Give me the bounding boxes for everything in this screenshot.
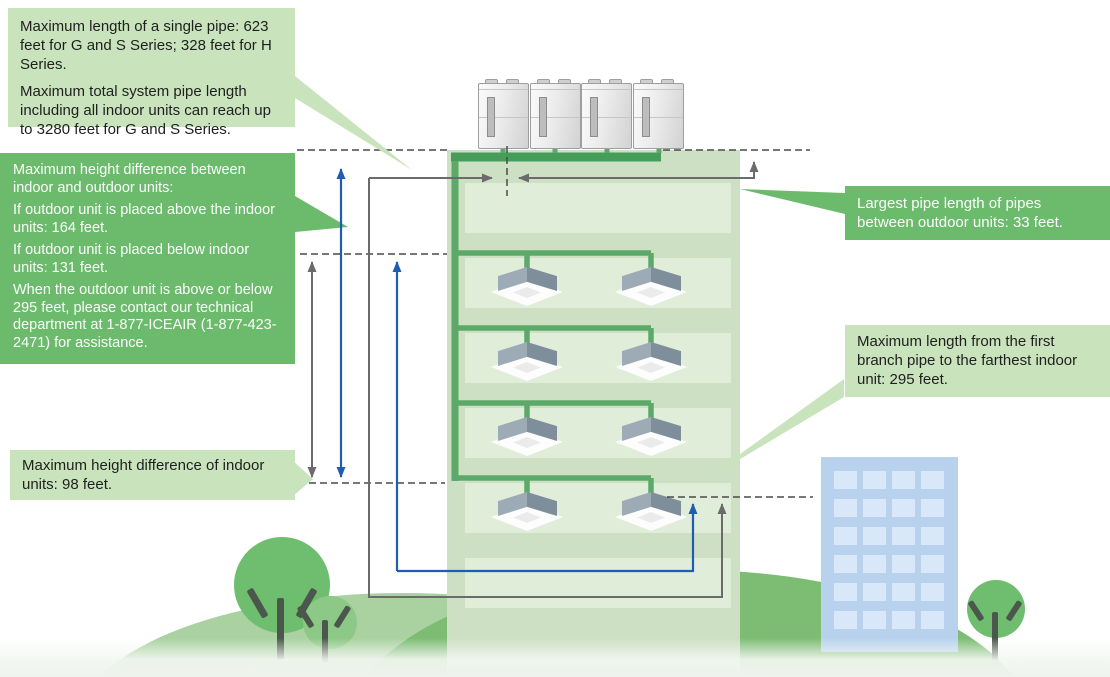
- office-window: [834, 611, 857, 629]
- office-window: [921, 583, 944, 601]
- office-window: [892, 499, 915, 517]
- office-window: [863, 583, 886, 601]
- callout-text: Maximum height difference between indoor…: [13, 162, 246, 196]
- callout-tail-single-pipe: [295, 76, 412, 170]
- callout-text: If outdoor unit is placed below indoor u…: [13, 242, 250, 276]
- callout-text: Maximum length of a single pipe: 623 fee…: [20, 18, 272, 73]
- outdoor-unit-cap: [536, 79, 550, 84]
- outdoor-unit-cap: [485, 79, 498, 84]
- office-window: [892, 471, 915, 489]
- floor-room-strip: [465, 483, 731, 533]
- outdoor-unit: [529, 79, 581, 149]
- callout-tail-outdoor-pipe: [740, 189, 845, 214]
- callout-single-pipe-length: Maximum length of a single pipe: 623 fee…: [8, 8, 295, 138]
- outdoor-unit-top-seam: [530, 89, 580, 90]
- outdoor-unit-vent-slot: [590, 97, 598, 137]
- office-window: [921, 499, 944, 517]
- office-building-illustration: [821, 457, 958, 652]
- tree-trunk-icon: [322, 620, 328, 662]
- floor-room-strip: [465, 558, 731, 608]
- office-window: [863, 499, 886, 517]
- outdoor-unit: [581, 79, 632, 149]
- outdoor-unit-vent-slot: [641, 97, 650, 137]
- outdoor-unit-cap: [660, 79, 674, 84]
- floor-room-strip: [465, 408, 731, 458]
- office-window: [892, 527, 915, 545]
- outdoor-unit-cap: [588, 79, 601, 84]
- callout-outdoor-unit-pipe-length: Largest pipe length of pipes between out…: [845, 186, 1110, 240]
- main-building: [447, 150, 740, 677]
- outdoor-unit: [478, 79, 529, 149]
- outdoor-unit-panel-seam: [633, 117, 683, 118]
- office-window: [892, 611, 915, 629]
- office-window: [921, 527, 944, 545]
- outdoor-unit-cap: [639, 79, 653, 84]
- outdoor-unit-cap: [609, 79, 622, 84]
- floor-room-strip: [465, 333, 731, 383]
- tree-trunk-icon: [277, 598, 284, 659]
- office-window: [834, 555, 857, 573]
- floor-room-strip: [465, 183, 731, 233]
- office-window: [834, 527, 857, 545]
- outdoor-unit-vent-slot: [538, 97, 547, 137]
- office-window: [863, 555, 886, 573]
- callout-branch-to-farthest-unit: Maximum length from the first branch pip…: [845, 325, 1110, 397]
- office-window: [863, 471, 886, 489]
- outdoor-unit-panel-seam: [582, 117, 631, 118]
- tree-trunk-icon: [992, 612, 998, 660]
- office-window: [863, 611, 886, 629]
- outdoor-unit-panel-seam: [530, 117, 580, 118]
- office-window: [834, 471, 857, 489]
- callout-tail-indoor-height: [293, 461, 313, 496]
- callout-text: Largest pipe length of pipes between out…: [857, 195, 1063, 231]
- outdoor-unit-top-seam: [582, 89, 631, 90]
- outdoor-unit-top-seam: [633, 89, 683, 90]
- outdoor-unit-panel-seam: [479, 117, 528, 118]
- office-window: [921, 471, 944, 489]
- callout-tail-height-difference: [295, 196, 348, 232]
- office-window: [834, 499, 857, 517]
- office-window: [892, 583, 915, 601]
- outdoor-unit-cap: [557, 79, 571, 84]
- callout-indoor-height-difference: Maximum height difference of indoor unit…: [10, 450, 295, 500]
- callout-height-difference-indoor-outdoor: Maximum height difference between indoor…: [0, 153, 295, 364]
- callout-text: Maximum height difference of indoor unit…: [22, 457, 265, 493]
- callout-text: Maximum total system pipe length includi…: [20, 83, 271, 138]
- office-window: [921, 555, 944, 573]
- outdoor-unit: [632, 79, 684, 149]
- callout-text: If outdoor unit is placed above the indo…: [13, 202, 275, 236]
- office-window: [892, 555, 915, 573]
- office-window: [863, 527, 886, 545]
- office-window: [921, 611, 944, 629]
- floor-room-strip: [465, 258, 731, 308]
- outdoor-unit-vent-slot: [487, 97, 495, 137]
- callout-text: Maximum length from the first branch pip…: [857, 333, 1078, 388]
- callout-text: When the outdoor unit is above or below …: [13, 282, 277, 351]
- office-window: [834, 583, 857, 601]
- outdoor-unit-cap: [506, 79, 519, 84]
- outdoor-unit-top-seam: [479, 89, 528, 90]
